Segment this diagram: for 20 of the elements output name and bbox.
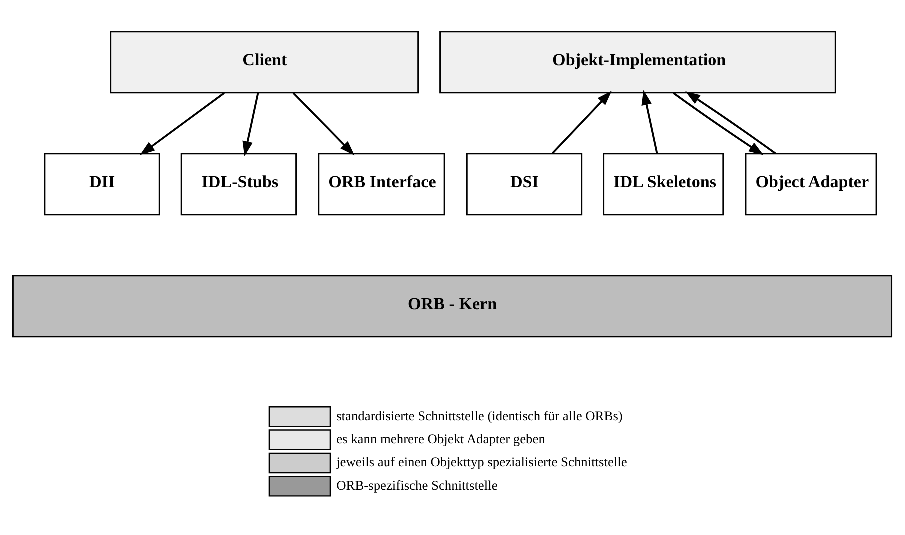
legend-label: standardisierte Schnittstelle (identisch für alle ORBs) (336, 408, 623, 423)
node-box: Objekt-Implementation (440, 30, 836, 94)
node-box: ORB - Kern (12, 274, 893, 338)
node-box: Object Adapter (745, 152, 878, 216)
node-box: IDL Skeletons (603, 152, 724, 216)
node-box: DII (44, 152, 160, 216)
node-box: IDL-Stubs (180, 152, 298, 216)
legend-label: es kann mehrere Objekt Adapter geben (336, 430, 546, 446)
arrow (242, 92, 260, 156)
legend-label: jeweils auf einen Objekttyp spezialisierte Schnittstelle (336, 454, 628, 470)
arrow (292, 92, 355, 156)
node-box: Client (110, 30, 420, 94)
arrow (642, 90, 658, 154)
node-box: ORB Interface (318, 152, 446, 216)
legend-label: ORB-spezifische Schnittstelle (336, 477, 498, 492)
arrow (673, 92, 764, 155)
arrow (686, 91, 776, 154)
node-box: DSI (466, 152, 583, 216)
arrow (552, 90, 612, 154)
arrow (140, 92, 226, 155)
